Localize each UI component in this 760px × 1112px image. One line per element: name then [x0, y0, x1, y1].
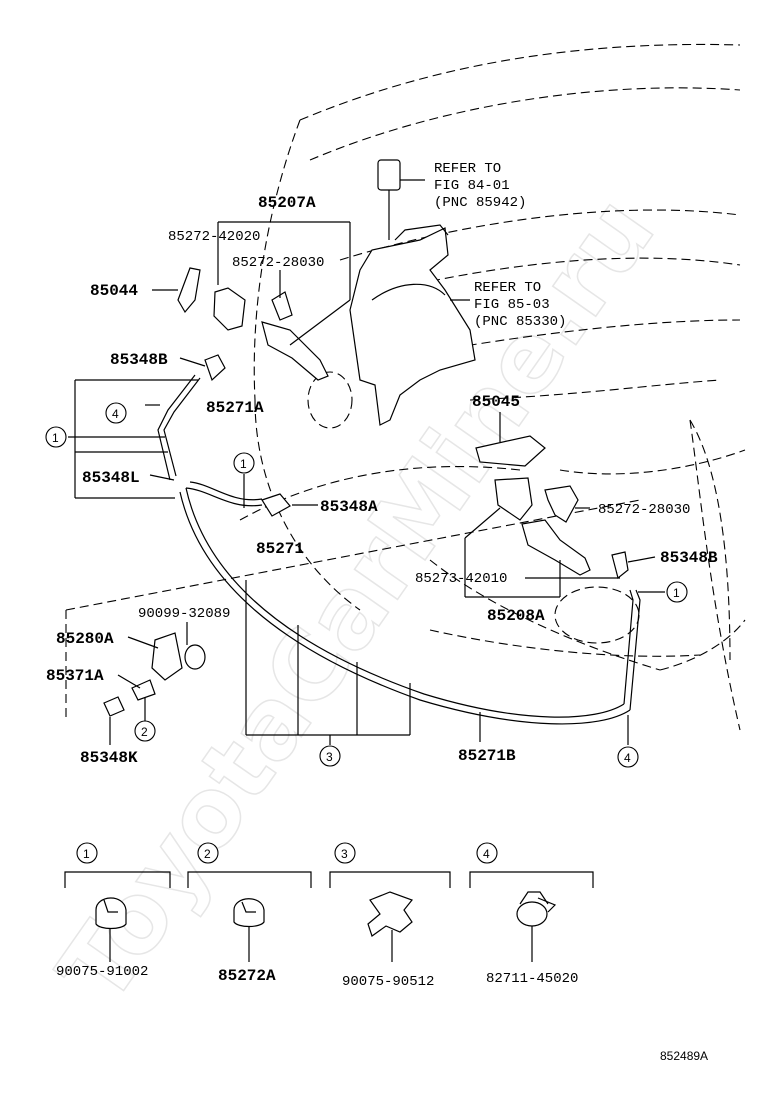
legend-num-4: 4: [483, 847, 490, 861]
label-85280A: 85280A: [56, 630, 114, 648]
label-85348L: 85348L: [82, 469, 140, 487]
label-85271: 85271: [256, 540, 304, 558]
label-85207A: 85207A: [258, 194, 316, 212]
label-85208A: 85208A: [487, 607, 545, 625]
washer-tank: [349, 159, 476, 426]
callout-4-a: 4: [112, 407, 119, 421]
label-90099-32089: 90099-32089: [138, 606, 230, 622]
legend-num-2: 2: [204, 847, 211, 861]
label-85348K: 85348K: [80, 749, 138, 767]
label-85272-28030-top: 85272-28030: [232, 255, 324, 271]
hoses: [157, 374, 641, 725]
parts-hardware: [103, 267, 629, 717]
ref2-line1: REFER TO: [474, 280, 541, 296]
clamp-icon-3: [367, 891, 413, 937]
callout-1-a: 1: [52, 431, 59, 445]
ref1-line3: (PNC 85942): [434, 195, 526, 211]
label-85272-28030-right: 85272-28030: [598, 502, 690, 518]
legend-num-1: 1: [83, 847, 90, 861]
diagram-id: 852489A: [660, 1049, 708, 1063]
callout-2-a: 2: [141, 725, 148, 739]
clip-icon-2: [233, 898, 265, 928]
legend-part-4: 82711-45020: [486, 971, 578, 987]
ref1-line1: REFER TO: [434, 161, 501, 177]
legend-num-3: 3: [341, 847, 348, 861]
callout-1-c: 1: [673, 586, 680, 600]
part-labels: 85207A 85272-42020 85272-28030 85044 853…: [46, 194, 718, 767]
callout-1-b: 1: [240, 457, 247, 471]
callout-circles: 4 1 1 1 2 3 4: [45, 402, 688, 768]
ref2-line2: FIG 85-03: [474, 297, 550, 313]
label-85272-42020: 85272-42020: [168, 229, 260, 245]
legend: 1 90075-91002 2 85272A 3 90075-90512 4 8…: [56, 842, 594, 990]
label-85348B-right: 85348B: [660, 549, 718, 567]
label-85348B-left: 85348B: [110, 351, 168, 369]
label-85348A: 85348A: [320, 498, 378, 516]
label-85273-42010: 85273-42010: [415, 571, 507, 587]
label-85271A: 85271A: [206, 399, 264, 417]
clip-icon-1: [95, 897, 127, 930]
legend-part-1: 90075-91002: [56, 964, 148, 980]
callout-3-a: 3: [326, 750, 333, 764]
leader-lines: [68, 179, 665, 745]
label-85044: 85044: [90, 282, 138, 300]
hose-clamp-icon-4: [516, 901, 548, 927]
callout-4-b: 4: [624, 751, 631, 765]
label-85271B: 85271B: [458, 747, 516, 765]
reference-notes: REFER TO FIG 84-01 (PNC 85942) REFER TO …: [434, 161, 566, 330]
legend-part-2: 85272A: [218, 967, 276, 985]
label-85371A: 85371A: [46, 667, 104, 685]
legend-part-3: 90075-90512: [342, 974, 434, 990]
ref2-line3: (PNC 85330): [474, 314, 566, 330]
ref1-line2: FIG 84-01: [434, 178, 510, 194]
label-85045: 85045: [472, 393, 520, 411]
